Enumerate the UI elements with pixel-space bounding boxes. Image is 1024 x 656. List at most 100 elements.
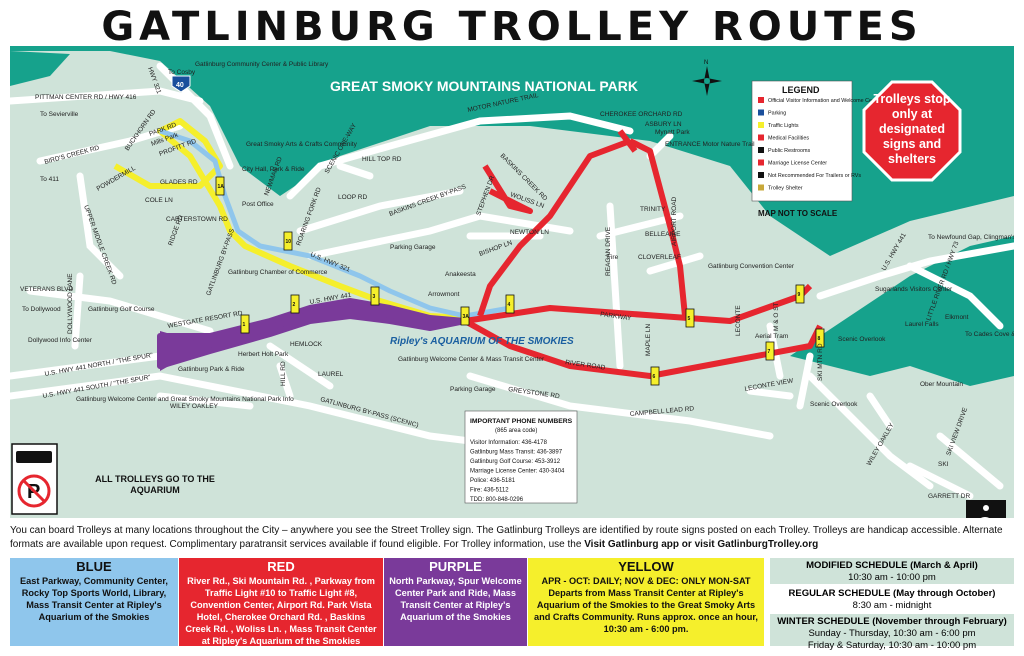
- blue-route-title: BLUE: [76, 559, 112, 574]
- place-label-wiley-oakley: WILEY OAKLEY: [170, 403, 219, 410]
- place-label-welcome-np: Gatlinburg Welcome Center and Great Smok…: [76, 396, 294, 403]
- legend-item-label: Not Recommended For Trailers or RVs: [768, 173, 861, 179]
- trolley-shelter-icon: [758, 184, 764, 191]
- place-label-dollywood-lane: DOLLYWOOD LANE: [67, 273, 74, 334]
- traffic-light-icon: 8: [815, 328, 825, 348]
- legend-item: Traffic Lights: [758, 122, 799, 129]
- legend-item-label: Public Restrooms: [768, 148, 811, 154]
- place-label-parking-garage2: Parking Garage: [450, 386, 496, 393]
- place-label-chamber: Gatlinburg Chamber of Commerce: [228, 269, 328, 276]
- yellow-route-box: YELLOW APR - OCT: DAILY; NOV & DEC: ONLY…: [528, 558, 764, 646]
- medical-cross-icon: [758, 134, 764, 141]
- place-label-convention: Gatlinburg Convention Center: [708, 263, 795, 270]
- dot-icon: [758, 172, 764, 178]
- traffic-light-icon: 1A: [215, 176, 225, 196]
- compass-rose-icon: N: [692, 60, 722, 96]
- info-text: You can board Trolleys at many locations…: [10, 525, 1003, 550]
- traffic-light-icon: 2: [290, 294, 300, 314]
- info-link[interactable]: Visit Gatlinburg app or visit Gatlinburg…: [584, 538, 819, 550]
- phone-line: Gatlinburg Mass Transit: 436-3897: [470, 450, 563, 456]
- place-label-hill-top: HILL TOP RD: [362, 156, 402, 163]
- red-route-desc: River Rd., Ski Mountain Rd. , Parkway fr…: [185, 576, 377, 646]
- place-label-newton: NEWTON LN: [510, 229, 549, 236]
- purple-route: [157, 298, 468, 369]
- traffic-light-number: 7: [768, 349, 771, 355]
- map-svg: N GREAT SMOKY MOUNTAINS NATIONAL PARK LE…: [6, 46, 1024, 540]
- place-label-cloverleaf: CLOVERLEAF: [638, 254, 681, 261]
- traffic-light-number: 4: [508, 302, 511, 308]
- place-label-cole-ln: COLE LN: [145, 197, 173, 204]
- place-label-to-cosby: To Cosby: [168, 69, 196, 76]
- place-label-mynatt: Mynatt Park: [655, 129, 690, 136]
- place-label-ski: SKI: [938, 461, 949, 468]
- traffic-light-number: 3: [373, 294, 376, 300]
- place-label-maple: MAPLE LN: [645, 324, 652, 356]
- schedule-modified: MODIFIED SCHEDULE (March & April)10:30 a…: [770, 558, 1014, 586]
- place-label-community-center: Gatlinburg Community Center & Public Lib…: [195, 61, 329, 68]
- star-icon: [758, 97, 764, 103]
- place-label-leconte: LECONTE: [735, 305, 742, 336]
- phone-line: Fire: 436-5112: [470, 488, 509, 494]
- legend-title: LEGEND: [782, 85, 820, 95]
- place-label-ski-mtn: SKI MTN RD: [817, 343, 824, 381]
- svg-text:N: N: [704, 60, 708, 66]
- place-label-bishop: BISHOP LN: [478, 239, 513, 258]
- traffic-light-number: 1: [243, 322, 246, 328]
- place-label-to-cades: To Cades Cove & Townsend: [965, 331, 1014, 338]
- place-label-loop-rd: LOOP RD: [338, 194, 367, 201]
- legend-item-label: Trolley Shelter: [768, 186, 803, 192]
- yellow-route-desc: APR - OCT: DAILY; NOV & DEC: ONLY MON-SA…: [534, 576, 758, 634]
- place-label-to-dollywood: To Dollywood: [22, 306, 61, 313]
- blue-route: [159, 128, 511, 319]
- legend-item: Official Visitor Information and Welcome…: [758, 97, 884, 104]
- park-area-east: [790, 236, 1014, 386]
- traffic-light-icon: 5: [685, 308, 695, 328]
- not-to-scale: MAP NOT TO SCALE: [758, 209, 838, 218]
- traffic-light-icon: 9: [795, 284, 805, 304]
- traffic-light-number: 10: [286, 239, 292, 245]
- legend-item-label: Medical Facilities: [768, 136, 809, 142]
- traffic-light-icon: 1: [240, 314, 250, 334]
- legend-item: Parking: [758, 109, 786, 117]
- place-label-airport: AIRPORT ROAD: [671, 196, 678, 246]
- place-label-welcome-mass: Gatlinburg Welcome Center & Mass Transit…: [398, 356, 545, 363]
- purple-route-box: PURPLE North Parkway, Spur Welcome Cente…: [384, 558, 527, 646]
- legend-item: Trolley Shelter: [758, 184, 803, 192]
- traffic-light-icon: 3A: [460, 306, 470, 326]
- aquarium-label: Ripley's AQUARIUM OF THE SMOKIES: [390, 336, 574, 347]
- traffic-light-number: 1A: [218, 184, 225, 190]
- place-label-asbury: ASBURY LN: [645, 121, 682, 128]
- purple-route-title: PURPLE: [429, 559, 482, 574]
- red-route-title: RED: [267, 559, 295, 574]
- place-label-hill-rd: HILL RD: [280, 361, 287, 386]
- traffic-light-icon: 7: [765, 341, 775, 361]
- map-area[interactable]: N GREAT SMOKY MOUNTAINS NATIONAL PARK LE…: [6, 46, 1024, 540]
- traffic-light-icon: 10: [283, 231, 293, 251]
- phone-subtitle: (865 area code): [495, 428, 537, 434]
- place-label-aerial-tram: Aerial Tram: [755, 333, 788, 340]
- place-label-entrance: ENTRANCE Motor Nature Trail: [665, 141, 755, 148]
- legend-item-label: Official Visitor Information and Welcome…: [768, 98, 884, 104]
- place-label-glades: GLADES RD: [160, 179, 198, 186]
- legend-item-label: Traffic Lights: [768, 123, 799, 129]
- traffic-light-icon: [758, 122, 764, 128]
- legend-item-label: Parking: [768, 111, 786, 117]
- place-label-city-hall: City Hall, Park & Ride: [242, 166, 305, 173]
- place-label-laurel: LAUREL: [318, 371, 344, 378]
- heart-icon: [758, 159, 764, 166]
- place-label-hemlock: HEMLOCK: [290, 341, 323, 348]
- svg-text:40: 40: [176, 82, 184, 89]
- restroom-icon: [758, 147, 764, 153]
- place-label-arts-crafts: Great Smoky Arts & Crafts Community: [246, 141, 358, 148]
- place-label-to-sevierville: To Sevierville: [40, 111, 79, 118]
- traffic-light-number: 3A: [463, 314, 470, 320]
- place-label-trinity: TRINITY: [640, 206, 666, 213]
- stop-sign-text: Trolleys stop only at designated signs a…: [873, 92, 951, 166]
- place-label-roaring-fork: ROARING FORK RD: [295, 186, 323, 246]
- traffic-light-number: 2: [293, 302, 296, 308]
- interstate-shield-icon: 40: [171, 75, 191, 93]
- legend: LEGEND Official Visitor Information and …: [751, 80, 884, 202]
- park-name: GREAT SMOKY MOUNTAINS NATIONAL PARK: [330, 78, 638, 94]
- place-label-fire: Fire: [607, 254, 619, 261]
